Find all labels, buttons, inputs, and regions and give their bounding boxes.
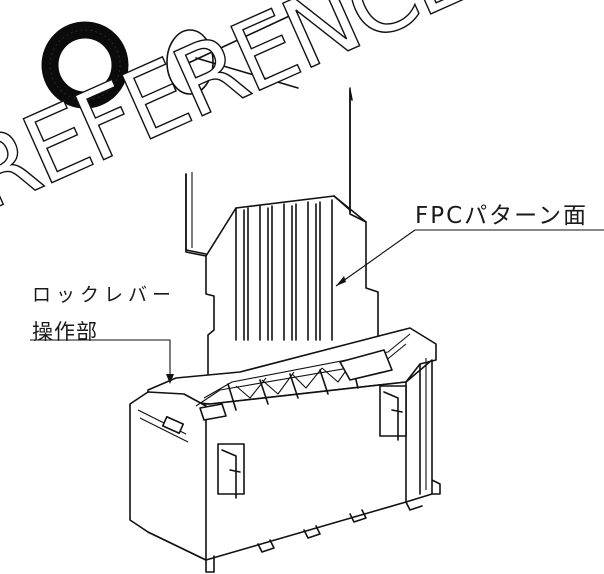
fpc-cable <box>185 87 395 381</box>
ng-cross-icon <box>166 11 299 95</box>
ok-ring-icon <box>41 21 129 109</box>
leader-lines <box>30 229 604 384</box>
fpc-traces <box>235 199 333 341</box>
lock-lever-label: ロックレバー <box>32 284 177 306</box>
lock-lever-operation-label: 操作部 <box>32 320 98 344</box>
connector-housing <box>129 327 441 573</box>
connector-pins <box>205 479 441 573</box>
fpc-pattern-side-label: FPCパターン面 <box>415 203 589 229</box>
